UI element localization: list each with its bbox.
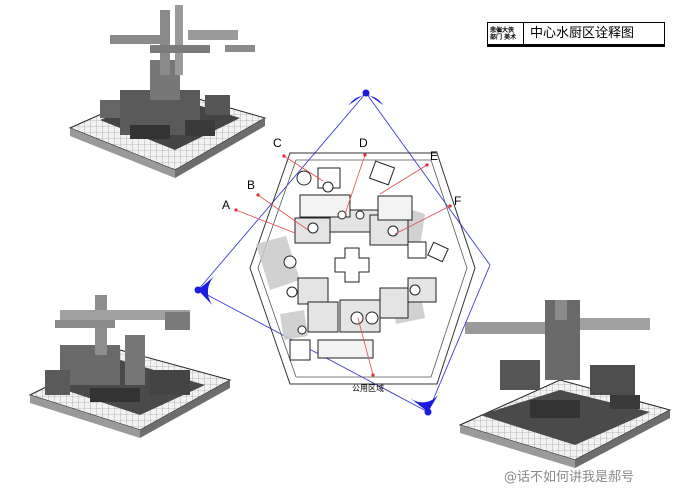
callout-label-e: E (430, 149, 439, 163)
guide-lines (197, 92, 491, 413)
marker-left (198, 274, 217, 308)
marker-bottom (410, 395, 438, 412)
callout-lines (235, 154, 451, 376)
inner-hexagon (257, 159, 468, 378)
isometric-render-bottom-left (28, 295, 232, 438)
title-author-dept: 部门 美术 (490, 33, 517, 41)
callout-label-f: F (454, 194, 462, 208)
title-block: 悲催大侠 部门 美术 中心水厨区诠释图 (487, 22, 665, 45)
isometric-render-top-left (68, 5, 267, 178)
public-area-label: 公用区域 (352, 384, 384, 393)
title-author-name: 悲催大侠 (490, 26, 515, 34)
callout-label-a: A (222, 198, 231, 212)
outer-hexagon (249, 152, 476, 385)
title-author: 悲催大侠 部门 美术 (488, 23, 524, 44)
floor-plan (194, 89, 491, 416)
callout-label-b: B (247, 178, 256, 192)
title-underline (487, 44, 665, 47)
callout-label-d: D (359, 136, 368, 150)
callout-dots (234, 153, 452, 377)
corner-markers (194, 89, 438, 416)
isometric-render-bottom-right (458, 300, 672, 468)
diagram-title: 中心水厨区诠释图 (530, 26, 635, 41)
callout-label-c: C (273, 136, 282, 150)
watermark: @话不如何讲我是郝号 (504, 470, 635, 485)
